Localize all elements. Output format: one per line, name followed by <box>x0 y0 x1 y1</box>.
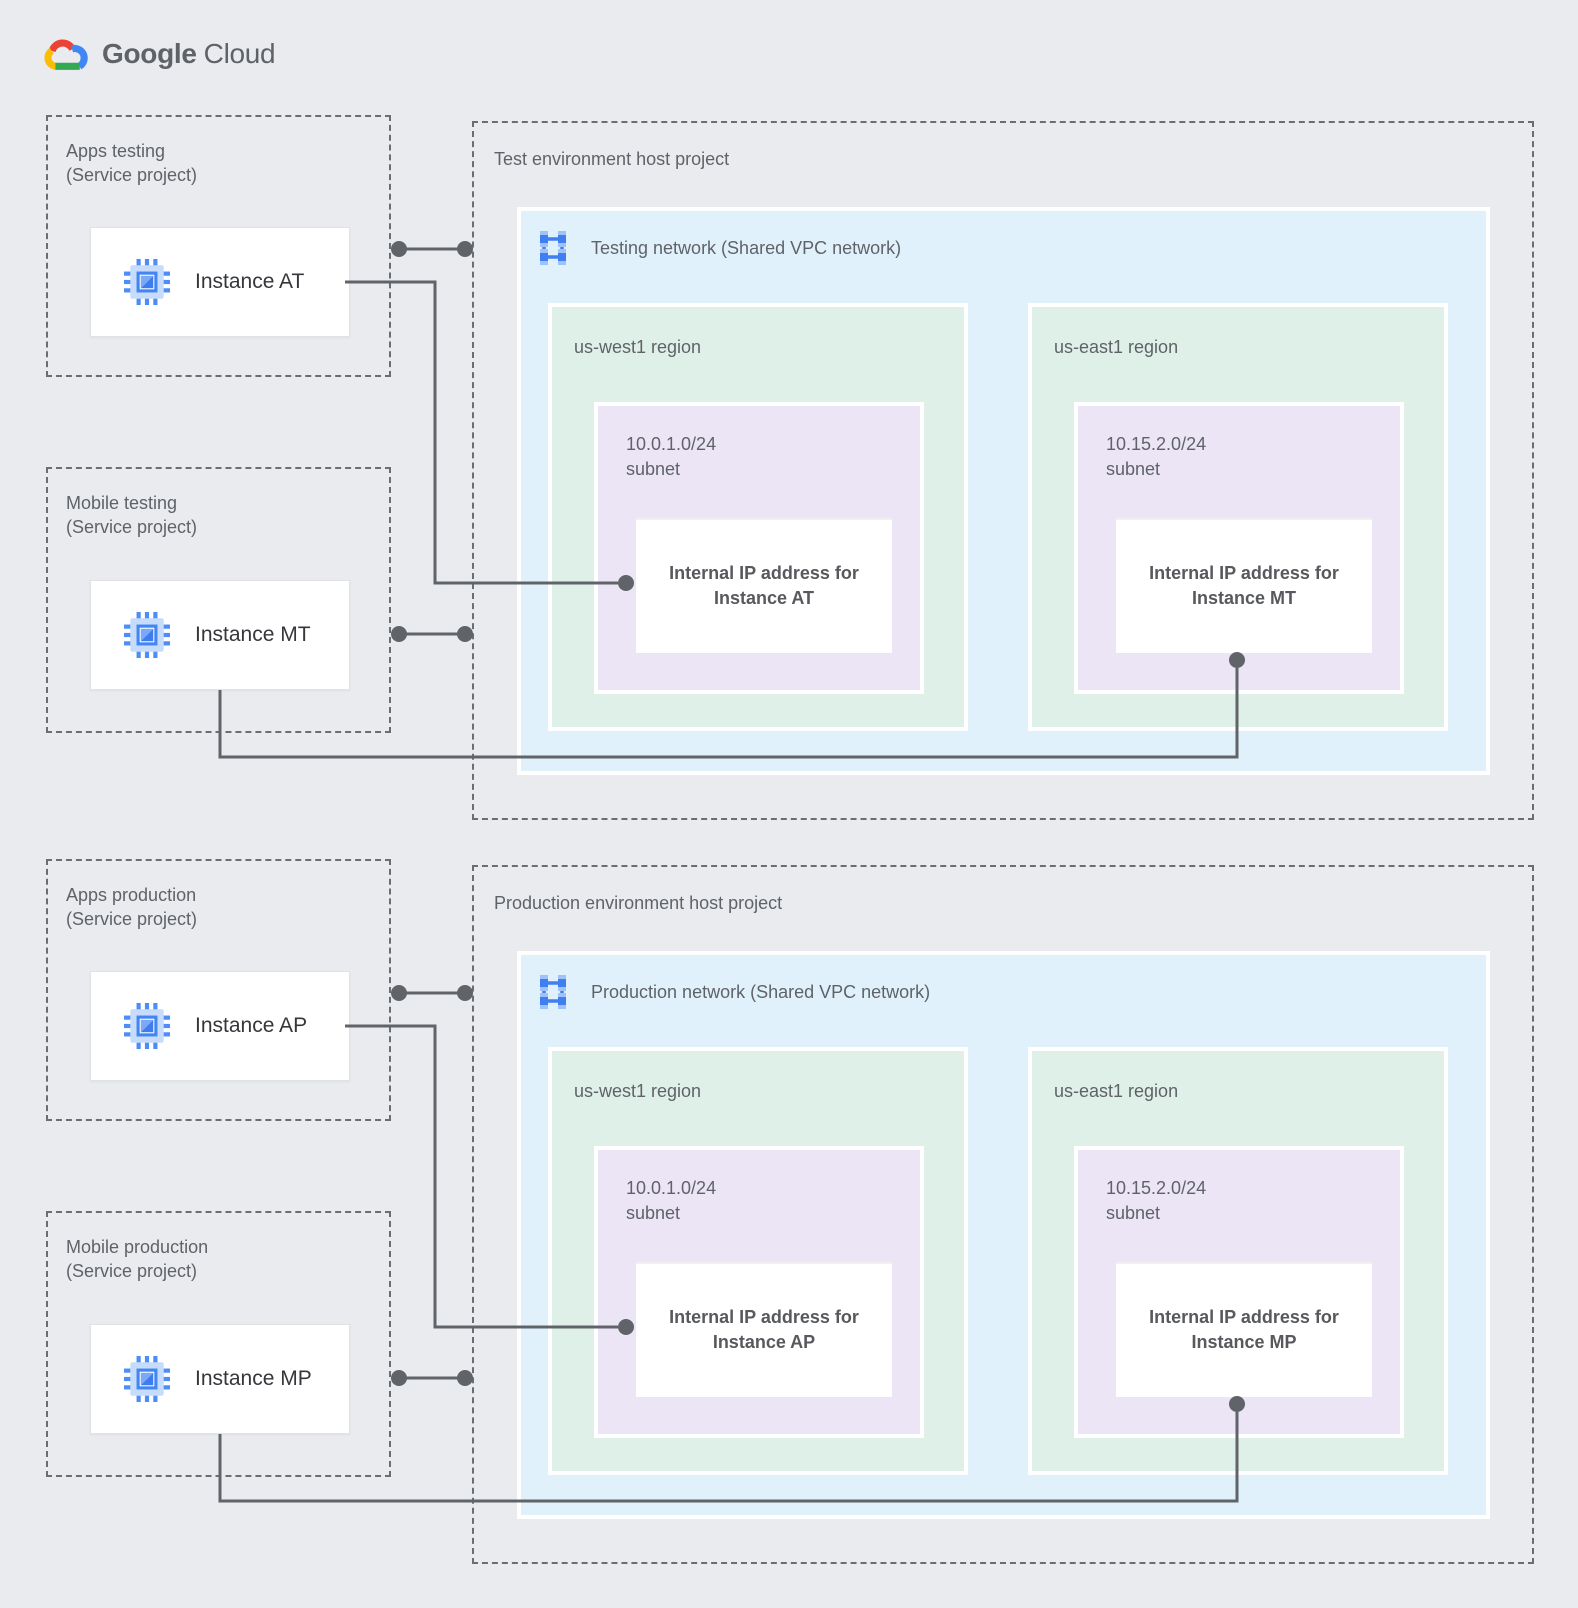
host-project-title: Test environment host project <box>494 149 730 169</box>
ip-line-1: Internal IP address for <box>1149 562 1339 583</box>
logo-word-cloud: Cloud <box>203 38 276 69</box>
title-line-2: (Service project) <box>66 165 198 185</box>
internal-ip-card: Internal IP address for Instance MP <box>1116 1262 1372 1397</box>
region-label: us-west1 region <box>574 1081 702 1101</box>
title-line-1: Apps testing <box>66 141 166 161</box>
compute-engine-icon <box>124 612 170 658</box>
ip-line-1: Internal IP address for <box>1149 1306 1339 1327</box>
subnet-word: subnet <box>626 459 681 479</box>
subnet-label: 10.0.1.0/24 subnet <box>626 432 716 482</box>
subnet-box: 10.15.2.0/24 subnet Internal IP address … <box>1074 1146 1404 1438</box>
vpc-network-label: Production network (Shared VPC network) <box>591 981 931 1002</box>
compute-engine-icon <box>124 1003 170 1049</box>
subnet-cidr: 10.15.2.0/24 <box>1106 434 1207 454</box>
compute-engine-icon <box>124 1356 170 1402</box>
subnet-label: 10.0.1.0/24 subnet <box>626 1176 716 1226</box>
region-box-us-west1: us-west1 region 10.0.1.0/24 subnet Inter… <box>548 303 968 731</box>
instance-card-mt: Instance MT <box>90 580 350 690</box>
logo-word-google: Google <box>102 38 197 69</box>
ip-line-2: Instance AT <box>713 587 815 608</box>
region-box-us-east1: us-east1 region 10.15.2.0/24 subnet Inte… <box>1028 1047 1448 1475</box>
vpc-network-icon <box>538 230 568 266</box>
vpc-network-title: Production network (Shared VPC network) <box>535 974 930 1010</box>
subnet-cidr: 10.0.1.0/24 <box>626 1178 717 1198</box>
service-project-box-mobile-testing: Mobile testing (Service project) Instanc… <box>46 467 391 733</box>
instance-label: Instance MT <box>195 623 311 646</box>
title-line-1: Apps production <box>66 885 197 905</box>
host-project-title: Production environment host project <box>494 893 783 913</box>
instance-card-ap: Instance AP <box>90 971 350 1081</box>
instance-label: Instance AT <box>195 270 305 293</box>
subnet-box: 10.0.1.0/24 subnet Internal IP address f… <box>594 1146 924 1438</box>
subnet-cidr: 10.15.2.0/24 <box>1106 1178 1207 1198</box>
service-project-title: Apps production (Service project) <box>66 883 197 931</box>
instance-card-mp: Instance MP <box>90 1324 350 1434</box>
vpc-network-title: Testing network (Shared VPC network) <box>535 230 901 266</box>
internal-ip-card: Internal IP address for Instance AT <box>636 518 892 653</box>
vpc-network-box-testing: Testing network (Shared VPC network) us-… <box>517 207 1490 775</box>
title-line-1: Mobile production <box>66 1237 209 1257</box>
service-project-box-mobile-production: Mobile production (Service project) Inst… <box>46 1211 391 1477</box>
service-project-title: Mobile production (Service project) <box>66 1235 208 1283</box>
section-production: Apps production (Service project) Instan… <box>0 744 1578 1566</box>
service-project-title: Mobile testing (Service project) <box>66 491 197 539</box>
internal-ip-card: Internal IP address for Instance MT <box>1116 518 1372 653</box>
title-line-2: (Service project) <box>66 517 198 537</box>
subnet-word: subnet <box>1106 1203 1161 1223</box>
subnet-cidr: 10.0.1.0/24 <box>626 434 717 454</box>
instance-card-at: Instance AT <box>90 227 350 337</box>
instance-label: Instance AP <box>195 1014 308 1037</box>
google-cloud-icon <box>44 39 88 70</box>
subnet-word: subnet <box>626 1203 681 1223</box>
region-box-us-east1: us-east1 region 10.15.2.0/24 subnet Inte… <box>1028 303 1448 731</box>
subnet-box: 10.15.2.0/24 subnet Internal IP address … <box>1074 402 1404 694</box>
region-label: us-east1 region <box>1054 1081 1179 1101</box>
instance-label: Instance MP <box>195 1367 312 1390</box>
internal-ip-card: Internal IP address for Instance AP <box>636 1262 892 1397</box>
title-line-2: (Service project) <box>66 909 198 929</box>
service-project-box-apps-production: Apps production (Service project) Instan… <box>46 859 391 1121</box>
service-project-box-apps-testing: Apps testing (Service project) Instance … <box>46 115 391 377</box>
title-line-2: (Service project) <box>66 1261 198 1281</box>
title-line-1: Mobile testing <box>66 493 178 513</box>
region-box-us-west1: us-west1 region 10.0.1.0/24 subnet Inter… <box>548 1047 968 1475</box>
ip-line-1: Internal IP address for <box>669 1306 859 1327</box>
service-project-title: Apps testing (Service project) <box>66 139 197 187</box>
section-test: Apps testing (Service project) Instance … <box>46 115 1534 820</box>
subnet-word: subnet <box>1106 459 1161 479</box>
host-project-box-test: Test environment host project Testing ne… <box>472 121 1534 820</box>
vpc-network-box-production: Production network (Shared VPC network) … <box>517 951 1490 1519</box>
vpc-network-icon <box>538 974 568 1010</box>
subnet-label: 10.15.2.0/24 subnet <box>1106 432 1206 482</box>
subnet-label: 10.15.2.0/24 subnet <box>1106 1176 1206 1226</box>
ip-line-1: Internal IP address for <box>669 562 859 583</box>
host-project-box-production: Production environment host project Prod… <box>472 865 1534 1564</box>
compute-engine-icon <box>124 259 170 305</box>
vpc-network-label: Testing network (Shared VPC network) <box>591 237 902 258</box>
ip-line-2: Instance AP <box>712 1331 816 1352</box>
ip-line-2: Instance MT <box>1191 587 1297 608</box>
ip-line-2: Instance MP <box>1191 1331 1297 1352</box>
subnet-box: 10.0.1.0/24 subnet Internal IP address f… <box>594 402 924 694</box>
region-label: us-east1 region <box>1054 337 1179 357</box>
region-label: us-west1 region <box>574 337 702 357</box>
